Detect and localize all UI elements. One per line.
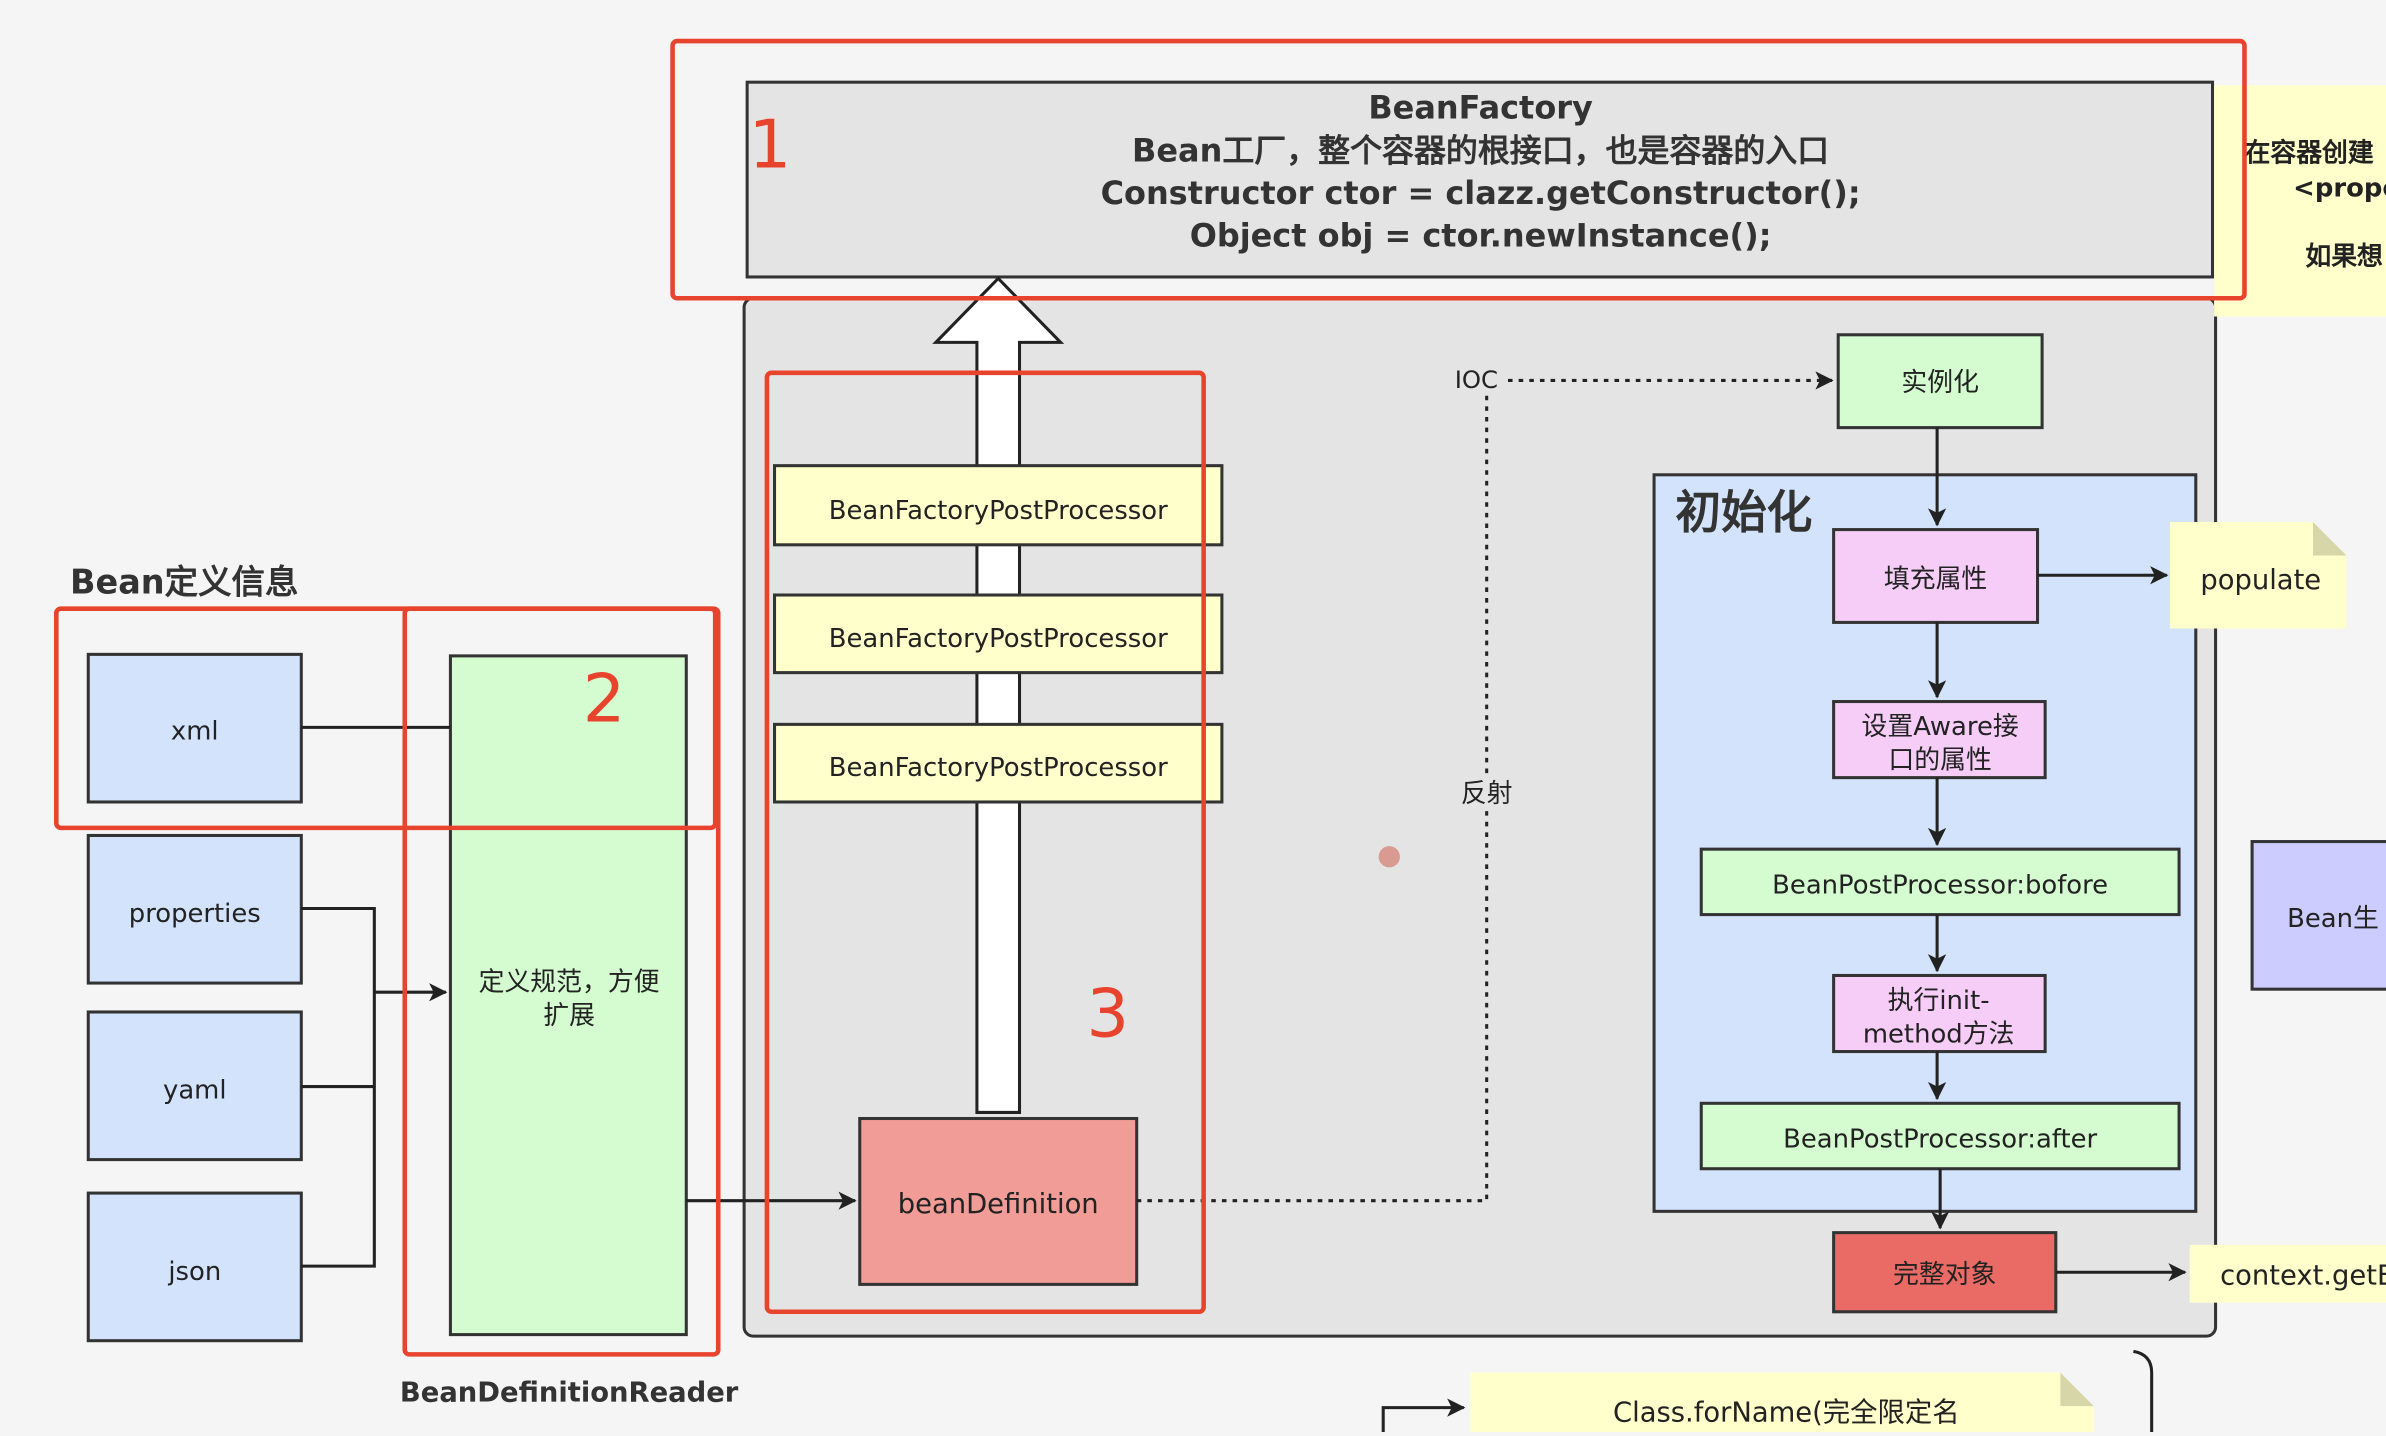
aware-box — [1832, 700, 2047, 780]
source-label-json: json — [167, 1257, 221, 1287]
after-label: BeanPostProcessor:after — [1783, 1124, 2097, 1154]
instantiate-box — [1836, 333, 2044, 430]
reflect-label-bg — [1456, 776, 1518, 810]
class-forname-note-fold — [2060, 1372, 2094, 1407]
lifecycle-label: Bean生 — [2287, 904, 2379, 934]
init-method-label-line-2: method方法 — [1863, 1019, 2015, 1049]
before-label: BeanPostProcessor:bofore — [1772, 870, 2108, 900]
annotation-number-1: 1 — [749, 105, 792, 183]
complete-object-label: 完整对象 — [1893, 1260, 1996, 1290]
source-label-yaml: yaml — [163, 1076, 227, 1106]
processor-label-3: BeanFactoryPostProcessor — [829, 753, 1168, 783]
processor-label-2: BeanFactoryPostProcessor — [829, 624, 1168, 654]
reflect-label: 反射 — [1461, 779, 1513, 809]
fill-props-box — [1832, 528, 2040, 624]
source-box-properties — [86, 833, 303, 985]
ioc-dotted-connector — [1136, 380, 1489, 1203]
ioc-label: IOC — [1455, 365, 1498, 394]
source-box-json — [86, 1191, 303, 1343]
bean-factory-desc: Bean工厂，整个容器的根接口，也是容器的入口 — [1132, 131, 1829, 169]
after-box — [1699, 1101, 2181, 1171]
bean-factory-title: BeanFactory — [1368, 89, 1593, 127]
sources-bracket — [301, 906, 376, 1268]
source-box-yaml — [86, 1010, 303, 1162]
processor-label-1: BeanFactoryPostProcessor — [829, 496, 1168, 526]
fill-props-label: 填充属性 — [1884, 564, 1987, 594]
bean-definition-label: beanDefinition — [898, 1189, 1099, 1220]
init-method-box — [1832, 973, 2047, 1054]
processor-box-2 — [773, 593, 1224, 675]
bean-definition-box — [858, 1116, 1139, 1286]
ioc-label-bg — [1453, 362, 1505, 396]
complete-object-box — [1832, 1231, 2058, 1314]
source-label-xml: xml — [171, 717, 219, 747]
right-note-line-3: 如果想 — [2305, 242, 2383, 272]
decorative-dot — [1378, 846, 1400, 868]
reader-desc-line-2: 扩展 — [543, 1001, 595, 1031]
class-forname-label: Class.forName(完全限定名 — [1613, 1397, 1960, 1428]
bean-def-info-title: Bean定义信息 — [70, 562, 298, 601]
processor-box-3 — [773, 722, 1224, 804]
aware-label-line-2: 口的属性 — [1888, 746, 1991, 776]
upward-hollow-arrow — [932, 276, 1065, 1114]
bottom-right-bracket — [2133, 1349, 2154, 1432]
processor-box-1 — [773, 464, 1224, 547]
populate-note-fold — [2312, 521, 2347, 556]
class-forname-connector — [1381, 1398, 1466, 1432]
bean-factory-box — [745, 80, 2215, 279]
annotation-box-2 — [402, 606, 721, 1357]
lifecycle-box — [2250, 840, 2386, 991]
right-note-line-2: <prope — [2293, 173, 2386, 203]
aware-label-line-1: 设置Aware接 — [1862, 712, 2019, 742]
reader-desc-line-1: 定义规范，方便 — [479, 968, 660, 998]
init-title: 初始化 — [1675, 486, 1812, 539]
before-box — [1699, 847, 2181, 917]
right-note — [2214, 85, 2386, 317]
reader-box — [448, 654, 688, 1337]
getbean-note — [2189, 1244, 2386, 1303]
annotation-box-xml — [54, 606, 718, 831]
source-label-properties: properties — [129, 899, 261, 929]
reader-label: BeanDefinitionReader — [400, 1378, 739, 1409]
instantiate-label: 实例化 — [1901, 368, 1979, 398]
annotation-number-3: 3 — [1086, 974, 1129, 1052]
bean-factory-code-1: Constructor ctor = clazz.getConstructor(… — [1101, 174, 1861, 212]
populate-label: populate — [2200, 565, 2321, 596]
populate-note — [2169, 521, 2347, 629]
annotation-number-2: 2 — [583, 659, 626, 737]
getbean-label: context.getB — [2220, 1260, 2386, 1291]
right-note-line-1: 在容器创建 — [2244, 137, 2373, 168]
class-forname-note — [1469, 1372, 2094, 1432]
source-box-xml — [86, 652, 303, 804]
annotation-box-1 — [670, 38, 2247, 301]
init-method-label-line-1: 执行init- — [1888, 986, 1990, 1016]
bean-factory-code-2: Object obj = ctor.newInstance(); — [1190, 217, 1772, 255]
annotation-box-3 — [764, 370, 1206, 1315]
